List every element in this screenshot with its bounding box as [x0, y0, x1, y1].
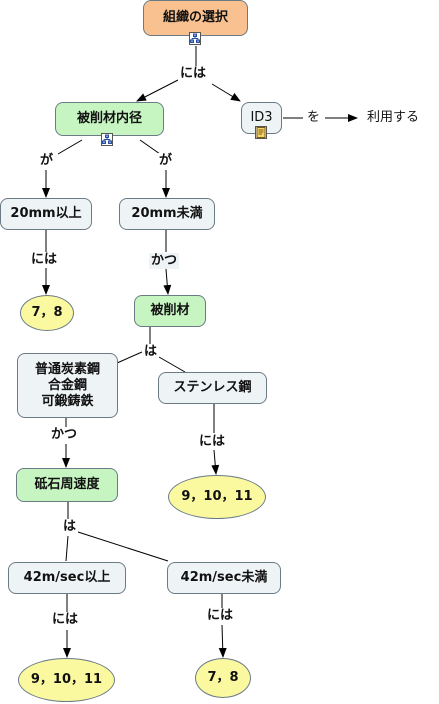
- link-niwa-res91011a: [211, 449, 220, 475]
- label-gte20-niwa: には: [29, 252, 60, 268]
- node-result-9-10-11-a[interactable]: 9，10，11: [168, 475, 266, 519]
- node-speed[interactable]: 砥石周速度: [16, 468, 118, 502]
- label-speed-wa: は: [61, 519, 79, 535]
- label-lt42-niwa: には: [205, 608, 236, 624]
- label-stainless-niwa: には: [197, 434, 228, 450]
- label-ga-right: が: [157, 153, 175, 169]
- node-use: 利用する: [365, 110, 422, 126]
- node-result-7-8-b[interactable]: 7，8: [195, 658, 251, 698]
- link-wa-id3: [211, 83, 241, 102]
- label-material-wa: は: [142, 344, 160, 360]
- node-lt20[interactable]: 20mm未満: [119, 198, 215, 230]
- link-wa-steel: [116, 351, 143, 364]
- link-diameter-ga-right: [139, 139, 161, 155]
- node-material[interactable]: 被削材: [134, 295, 206, 327]
- node-lt42[interactable]: 42m/sec未満: [167, 562, 281, 594]
- link-wa-gte42: [65, 535, 69, 562]
- hierarchy-icon[interactable]: [189, 32, 201, 45]
- node-result-7-8-a[interactable]: 7，8: [20, 295, 74, 331]
- node-result-9-10-11-b[interactable]: 9，10，11: [18, 658, 115, 702]
- label-id3-wo: を: [305, 110, 323, 126]
- link-wa-diameter: [136, 79, 179, 102]
- label-ga-left: が: [38, 153, 56, 169]
- node-root[interactable]: 組織の選択: [143, 0, 248, 36]
- node-gte42[interactable]: 42m/sec以上: [8, 562, 126, 594]
- document-icon[interactable]: [255, 126, 267, 139]
- link-wa-stainless: [158, 356, 186, 373]
- link-katsu-material: [163, 268, 172, 295]
- node-gte20[interactable]: 20mm以上: [0, 198, 92, 230]
- label-steel-katsu: かつ: [49, 427, 80, 443]
- link-diameter-ga-left: [57, 139, 83, 155]
- link-wa-lt42: [77, 531, 169, 562]
- label-root-niwa: には: [178, 66, 209, 82]
- link-niwa-res78b: [218, 624, 227, 658]
- node-diameter[interactable]: 被削材内径: [55, 102, 164, 136]
- node-steel[interactable]: 普通炭素鋼 合金鋼 可鍛鋳鉄: [17, 353, 118, 418]
- label-gte42-niwa: には: [50, 612, 81, 628]
- hierarchy-icon[interactable]: [101, 133, 113, 146]
- node-stainless[interactable]: ステンレス鋼: [158, 372, 267, 404]
- label-lt20-katsu: かつ: [149, 253, 180, 269]
